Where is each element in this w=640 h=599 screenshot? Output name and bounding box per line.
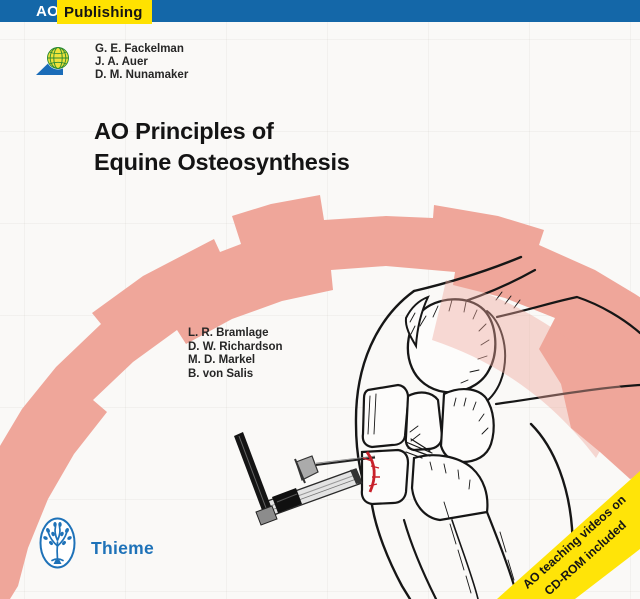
hypodermic-needle [294, 455, 376, 484]
thieme-tree-icon [39, 517, 76, 569]
author-line: J. A. Auer [95, 56, 148, 68]
title-line-1: AO Principles of [94, 118, 274, 144]
decorative-arc [0, 195, 640, 599]
thieme-wordmark: Thieme [91, 537, 155, 558]
contributing-authors: L. R. Bramlage D. W. Richardson M. D. Ma… [188, 327, 283, 381]
author-line: D. W. Richardson [188, 340, 283, 353]
cdrom-banner: AO teaching videos on CD-ROM included [497, 471, 640, 599]
publisher-bar: AO Publishing [0, 0, 640, 24]
ao-brand-label: AO [36, 3, 60, 20]
author-line: B. von Salis [188, 367, 254, 380]
primary-authors: G. E. Fackelman J. A. Auer D. M. Nunamak… [95, 43, 188, 82]
fracture-line [362, 451, 380, 493]
author-line: G. E. Fackelman [95, 43, 184, 55]
author-line: D. M. Nunamaker [95, 69, 189, 81]
author-line: M. D. Markel [188, 354, 256, 366]
hock-line-drawing [354, 255, 640, 599]
title-line-2: Equine Osteosynthesis [94, 149, 350, 175]
page-title: AO Principles of Equine Osteosynthesis [94, 116, 350, 178]
decorative-arc-overlay [432, 280, 630, 458]
thieme-logo: Thieme [38, 516, 154, 570]
trocar-instrument [234, 432, 363, 526]
author-line: L. R. Bramlage [188, 327, 269, 339]
publishing-label: Publishing [57, 0, 152, 24]
ao-compass-icon [33, 42, 75, 85]
